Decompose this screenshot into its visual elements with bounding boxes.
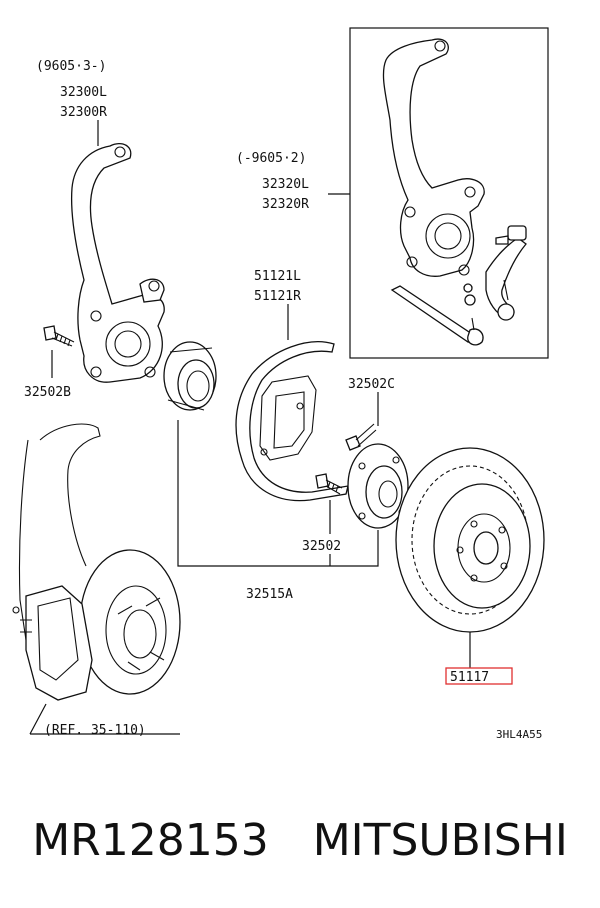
label-51117: 51117	[450, 670, 489, 685]
part-number: MR128153	[32, 814, 269, 866]
label-51121r: 51121R	[254, 289, 301, 304]
caption: MR128153 MITSUBISHI	[0, 800, 600, 880]
label-knuckle-date: (9605·3-)	[36, 59, 106, 74]
label-ref: (REF. 35-110)	[44, 723, 146, 738]
label-32300l: 32300L	[60, 85, 107, 100]
label-51121l: 51121L	[254, 269, 301, 284]
brand-name: MITSUBISHI	[312, 814, 568, 866]
label-diagram-code: 3HL4A55	[496, 728, 542, 741]
brake-rotor-drawing	[395, 447, 545, 633]
reference-assembly-drawing	[12, 423, 181, 701]
label-32320r: 32320R	[262, 197, 309, 212]
knuckle-main-drawing	[70, 143, 165, 383]
label-32502c: 32502C	[348, 377, 395, 392]
bolt-32502b-drawing	[43, 325, 75, 347]
hub-bearing-drawing	[163, 341, 217, 411]
dust-shield-drawing	[235, 341, 349, 502]
lower-arm-inset-drawing	[390, 225, 527, 346]
label-knuckle2-date: (-9605·2)	[236, 151, 306, 166]
label-32300r: 32300R	[60, 105, 107, 120]
knuckle-inset-drawing	[382, 38, 485, 277]
bolt-32502c-drawing	[345, 423, 377, 451]
inset-frame	[349, 27, 549, 359]
label-32502b: 32502B	[24, 385, 71, 400]
label-32502: 32502	[302, 539, 341, 554]
leader-lines	[29, 120, 471, 735]
rotor-label-highlight	[445, 667, 513, 685]
bolt-32502-drawing	[315, 473, 343, 495]
label-32515a: 32515A	[246, 587, 293, 602]
parts-diagram: (9605·3-) 32300L 32300R (-9605·2) 32320L…	[12, 27, 549, 741]
label-32320l: 32320L	[262, 177, 309, 192]
